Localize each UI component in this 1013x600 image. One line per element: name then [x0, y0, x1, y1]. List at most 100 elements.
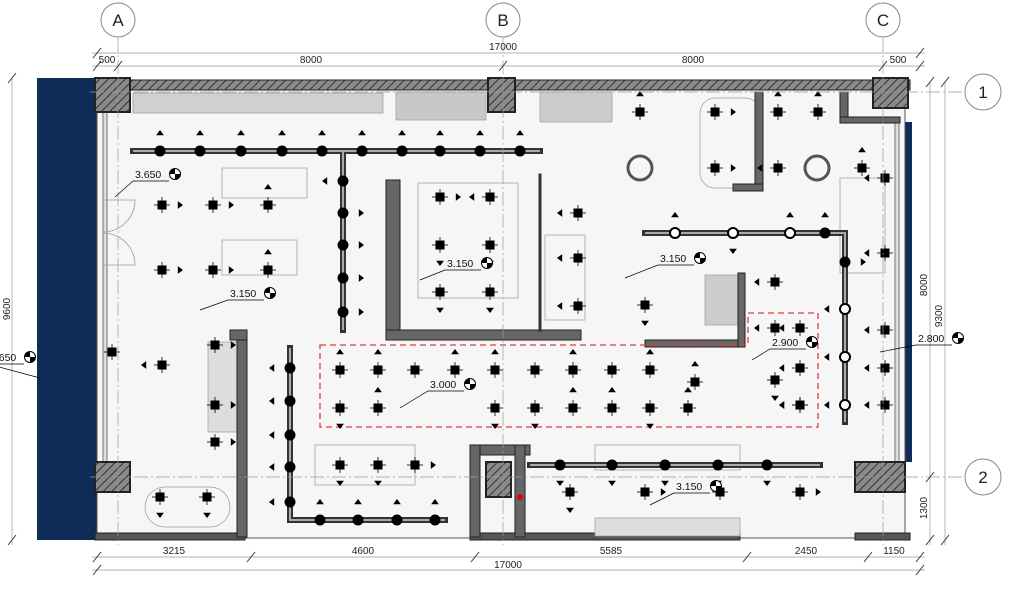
- ceiling-level-value: 2.800: [918, 333, 944, 345]
- direction-arrow-icon: [557, 302, 563, 310]
- track-light-icon: [276, 145, 288, 157]
- track-light-icon: [434, 145, 446, 157]
- direction-arrow-icon: [786, 212, 794, 218]
- spotlight-icon: [435, 192, 445, 202]
- track-light-icon: [337, 272, 349, 284]
- spotlight-icon: [485, 240, 495, 250]
- spotlight-icon: [568, 365, 578, 375]
- dim-bottom-3: 5585: [600, 546, 623, 557]
- dim-bottom-overall: 17000: [494, 560, 522, 571]
- interior-walls: [229, 91, 901, 538]
- dim-left-9600: 9600: [2, 297, 13, 320]
- spotlight-icon: [490, 365, 500, 375]
- spotlight-icon: [263, 200, 273, 210]
- grid-lines: [90, 38, 965, 545]
- track-light-icon: [235, 145, 247, 157]
- spotlight-icon: [795, 363, 805, 373]
- direction-arrow-icon: [864, 326, 870, 334]
- spotlight-icon: [373, 365, 383, 375]
- direction-arrow-icon: [646, 349, 654, 355]
- grid-bubble-1: [964, 73, 1002, 111]
- direction-arrow-icon: [436, 130, 444, 136]
- direction-arrow-icon: [156, 130, 164, 136]
- direction-arrow-icon: [393, 499, 401, 505]
- direction-arrow-icon: [860, 258, 866, 266]
- ceiling-level-value: 3.150: [447, 258, 473, 270]
- spotlight-icon: [880, 248, 890, 258]
- direction-arrow-icon: [203, 512, 211, 518]
- spotlight-icon: [530, 365, 540, 375]
- direction-arrow-icon: [763, 480, 771, 486]
- direction-arrow-icon: [230, 341, 236, 349]
- spotlight-icon: [573, 253, 583, 263]
- direction-arrow-icon: [491, 349, 499, 355]
- ceiling-level-value: 3.150: [660, 253, 686, 265]
- spotlight-icon: [210, 400, 220, 410]
- direction-arrow-icon: [336, 349, 344, 355]
- dim-top-4: 500: [890, 55, 907, 66]
- dim-top-overall: 17000: [489, 42, 517, 53]
- direction-arrow-icon: [730, 164, 736, 172]
- ceiling-level-marker: 3.150: [649, 480, 722, 506]
- spotlight-icon: [530, 403, 540, 413]
- direction-arrow-icon: [858, 147, 866, 153]
- direction-arrow-icon: [516, 130, 524, 136]
- direction-arrow-icon: [177, 201, 183, 209]
- direction-arrow-icon: [431, 499, 439, 505]
- track-light-icon: [337, 239, 349, 251]
- direction-arrow-icon: [196, 130, 204, 136]
- spotlight-icon: [568, 403, 578, 413]
- spotlight-icon: [640, 487, 650, 497]
- direction-arrow-icon: [660, 488, 666, 496]
- direction-arrow-icon: [336, 480, 344, 486]
- grid-bubble-2: [964, 458, 1002, 496]
- track-light-icon: [839, 351, 851, 363]
- direction-arrow-icon: [779, 401, 785, 409]
- ceiling-level-marker: 3.150: [624, 252, 706, 279]
- track-light-icon: [154, 145, 166, 157]
- direction-arrow-icon: [691, 361, 699, 367]
- ceiling-level-value: 3.150: [676, 481, 702, 493]
- spotlight-icon: [770, 375, 780, 385]
- track-light-icon: [391, 514, 403, 526]
- spotlight-icon: [795, 400, 805, 410]
- spotlight-icon: [202, 492, 212, 502]
- direction-arrow-icon: [358, 209, 364, 217]
- dim-bottom-4: 2450: [795, 546, 818, 557]
- spotlight-icon: [690, 377, 700, 387]
- direction-arrow-icon: [228, 266, 234, 274]
- ceiling-level-value: 3.000: [430, 379, 456, 391]
- direction-arrow-icon: [269, 397, 275, 405]
- ceiling-level-marker: 2.900: [751, 336, 818, 361]
- dim-bottom-2: 4600: [352, 546, 375, 557]
- spotlight-icon: [645, 365, 655, 375]
- spotlight-icon: [485, 192, 495, 202]
- spotlight-icon: [435, 240, 445, 250]
- spotlight-icon: [710, 107, 720, 117]
- spotlight-icon: [770, 277, 780, 287]
- spotlight-icon: [155, 492, 165, 502]
- spotlight-icon: [107, 347, 117, 357]
- direction-arrow-icon: [821, 212, 829, 218]
- track-light-icon: [839, 303, 851, 315]
- direction-arrow-icon: [316, 499, 324, 505]
- direction-arrow-icon: [269, 431, 275, 439]
- direction-arrow-icon: [476, 130, 484, 136]
- direction-arrow-icon: [228, 201, 234, 209]
- direction-arrow-icon: [269, 463, 275, 471]
- ceiling-level-value: 3.650: [0, 352, 16, 364]
- direction-arrow-icon: [230, 438, 236, 446]
- track-light-icon: [474, 145, 486, 157]
- spotlight-icon: [335, 365, 345, 375]
- direction-arrow-icon: [636, 91, 644, 97]
- ceiling-level-value: 2.900: [772, 337, 798, 349]
- direction-arrow-icon: [358, 241, 364, 249]
- direction-arrow-icon: [608, 387, 616, 393]
- grid-label-c: C: [877, 11, 889, 30]
- direction-arrow-icon: [646, 423, 654, 429]
- direction-arrow-icon: [608, 480, 616, 486]
- direction-arrow-icon: [322, 177, 328, 185]
- grid-label-1: 1: [978, 83, 987, 102]
- direction-arrow-icon: [661, 480, 669, 486]
- direction-arrow-icon: [531, 423, 539, 429]
